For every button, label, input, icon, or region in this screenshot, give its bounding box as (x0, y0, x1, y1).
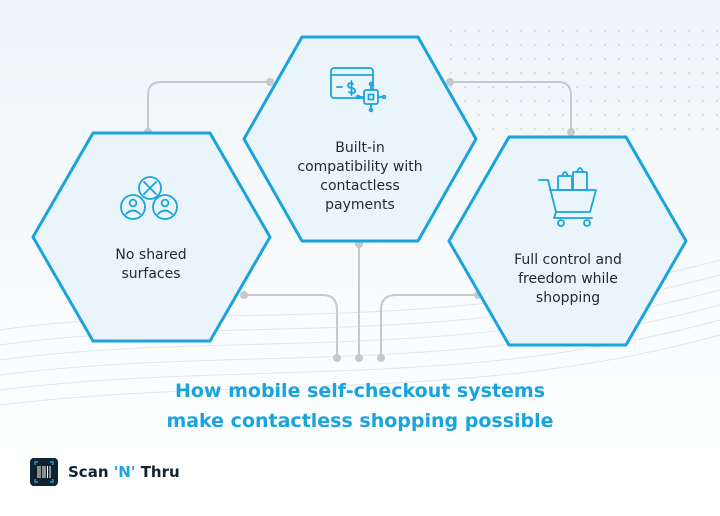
brand-logo: Scan 'N' Thru (30, 458, 180, 486)
hexagon-text-line: No shared (115, 247, 187, 263)
hexagon-no-shared-surfaces (31, 131, 272, 343)
hexagon-text-line: Full control and (514, 252, 622, 268)
hexagon-text-line: freedom while (518, 271, 618, 287)
page-title: How mobile self-checkout systems make co… (0, 376, 720, 436)
title-line-1: How mobile self-checkout systems (174, 380, 546, 402)
barcode-scanner-icon (30, 458, 58, 486)
hexagon-label-contactless-payments: Built-in compatibility with contactless … (280, 139, 440, 215)
hexagon-text-line: surfaces (121, 266, 181, 282)
hexagon-full-control (447, 135, 688, 347)
hexagon-label-full-control: Full control and freedom while shopping (488, 251, 648, 308)
brand-name-accent: 'N' (113, 463, 136, 481)
brand-name: Scan 'N' Thru (68, 463, 180, 481)
digital-payment-icon (330, 67, 387, 113)
hexagon-label-no-shared-surfaces: No shared surfaces (76, 246, 226, 284)
connector-dots (144, 78, 575, 362)
connector-lines (147, 81, 572, 358)
hexagon-text-line: compatibility with (297, 159, 423, 175)
hexagon-contactless-payments (242, 35, 478, 243)
dot-grid-decoration (440, 18, 720, 138)
hexagon-text-line: contactless (320, 178, 400, 194)
people-no-contact-icon (120, 176, 178, 220)
brand-name-part-1: Scan (68, 463, 114, 481)
hexagon-text-line: shopping (535, 290, 601, 306)
title-line-2: make contactless shopping possible (166, 410, 554, 432)
brand-name-part-2: Thru (135, 463, 180, 481)
shopping-cart-icon (538, 167, 597, 227)
hexagon-text-line: Built-in (335, 140, 385, 156)
hexagon-text-line: payments (325, 197, 395, 213)
